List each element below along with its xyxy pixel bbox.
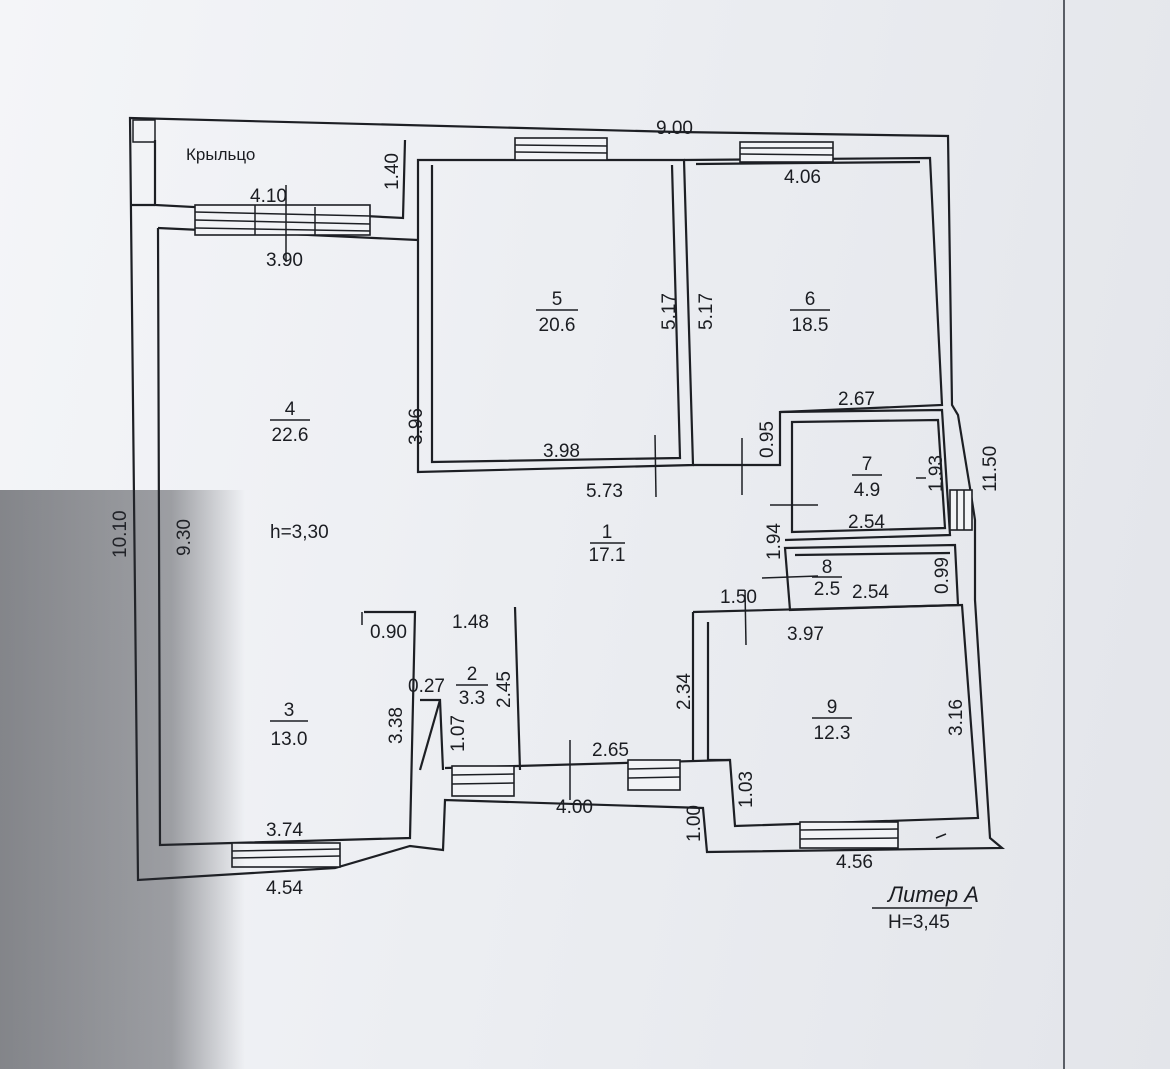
room-9-label: 9 12.3 — [812, 697, 852, 744]
dim-wall-090: 0.90 — [370, 622, 407, 643]
svg-text:4.9: 4.9 — [854, 480, 880, 501]
dim-room8-side: 0.99 — [932, 557, 953, 594]
dim-room9-lower: 1.03 — [736, 771, 757, 808]
window-room-7 — [949, 489, 973, 531]
dim-room3-side: 3.38 — [386, 707, 407, 744]
dim-room3-bottom: 3.74 — [266, 820, 303, 841]
door-tick-room-8 — [761, 575, 819, 579]
ceiling-height-label: h=3,30 — [270, 522, 329, 543]
room-6-top-inner — [695, 160, 921, 166]
outer-wall-outline — [128, 116, 1005, 882]
svg-text:2: 2 — [467, 664, 478, 685]
room-labels: 1 17.1 2 3.3 3 13.0 4 22.6 5 20.6 6 18.5 — [270, 289, 882, 750]
dim-room5-right: 5.17 — [659, 293, 680, 330]
room-6-walls — [683, 156, 944, 467]
window-room-3 — [231, 842, 341, 868]
door-tick-room-9 — [744, 589, 747, 646]
dim-hall-bottom: 2.65 — [592, 740, 629, 761]
windows — [194, 137, 973, 868]
room-7-label: 7 4.9 — [852, 454, 882, 501]
svg-text:7: 7 — [862, 454, 873, 475]
svg-text:6: 6 — [805, 289, 816, 310]
window-hall-right — [627, 759, 681, 791]
dim-wall-148: 1.48 — [452, 612, 489, 633]
dim-bottom-left: 4.54 — [266, 878, 303, 899]
dimensions-horizontal: 9.00 4.10 3.90 4.06 2.67 3.98 5.73 2.5 4 … — [250, 118, 889, 899]
room-5-inner — [430, 164, 682, 464]
room-7-walls — [779, 408, 952, 542]
dim-room4-side: 9.30 — [174, 519, 195, 556]
room-2-door-swing — [418, 699, 442, 771]
svg-text:17.1: 17.1 — [589, 545, 626, 566]
dim-room4-top: 3.90 — [266, 250, 303, 271]
dim-room7-top: 2.67 — [838, 389, 875, 410]
svg-text:18.5: 18.5 — [792, 315, 829, 336]
porch-label: Крыльцо — [186, 145, 255, 164]
dim-room2-lower: 1.07 — [448, 715, 469, 752]
dim-room2-side: 2.45 — [494, 671, 515, 708]
svg-text:5: 5 — [552, 289, 563, 310]
dim-door-095: 0.95 — [757, 421, 778, 458]
dim-porch-depth: 1.40 — [382, 153, 403, 190]
room-8-inner — [794, 551, 951, 557]
dim-door-150: 1.50 — [720, 587, 757, 608]
room-3-label: 3 13.0 — [270, 700, 308, 750]
room-9-tick — [935, 833, 947, 839]
dim-room9-side: 3.16 — [946, 699, 967, 736]
dim-room7-side: 1.93 — [926, 455, 947, 492]
svg-text:3: 3 — [284, 700, 295, 721]
room-2-door-frame — [420, 698, 445, 771]
door-tick-room-5 — [654, 434, 657, 498]
svg-text:3.3: 3.3 — [459, 688, 485, 709]
dim-right-total: 11.50 — [980, 446, 1001, 492]
door-marks — [285, 185, 819, 800]
dim-porch-width: 4.10 — [250, 186, 287, 207]
dim-room6-top: 4.06 — [784, 167, 821, 188]
dim-top-total: 9.00 — [656, 118, 693, 139]
porch-corner-post — [132, 119, 156, 143]
dim-hall-width: 5.73 — [586, 481, 623, 502]
svg-text:13.0: 13.0 — [271, 729, 308, 750]
room-6-label: 6 18.5 — [790, 289, 830, 336]
dim-room5-bottom: 3.98 — [543, 441, 580, 462]
window-room-6 — [739, 141, 834, 163]
dim-left-total: 10.10 — [110, 510, 131, 558]
room-5-label: 5 20.6 — [536, 289, 578, 336]
svg-text:12.3: 12.3 — [814, 723, 851, 744]
liter-stamp: Литер А H=3,45 — [872, 882, 979, 933]
svg-text:8: 8 — [822, 557, 833, 578]
svg-text:4: 4 — [285, 399, 296, 420]
svg-text:1: 1 — [602, 522, 613, 543]
dim-step-100: 1.00 — [684, 805, 705, 842]
svg-text:2.5: 2.5 — [814, 579, 840, 600]
dim-door-027: 0.27 — [408, 676, 445, 697]
svg-text:22.6: 22.6 — [272, 425, 309, 446]
window-hall-left — [451, 765, 515, 797]
svg-text:20.6: 20.6 — [539, 315, 576, 336]
window-porch — [194, 204, 371, 236]
dim-room7-bottom: 2.54 — [848, 512, 885, 533]
sheet-frame-line — [1063, 0, 1065, 1069]
room-2-partition — [513, 606, 522, 771]
room-4-label: 4 22.6 — [270, 399, 310, 446]
dim-room9-top: 3.97 — [787, 624, 824, 645]
window-room-5 — [514, 137, 608, 161]
dim-room8-width: 2.54 — [852, 582, 889, 603]
dim-bottom-mid: 4.00 — [556, 797, 593, 818]
svg-text:9: 9 — [827, 697, 838, 718]
liter-height: H=3,45 — [888, 912, 950, 933]
room-8-label: 8 2.5 — [812, 557, 842, 600]
window-room-9 — [799, 821, 899, 849]
dim-room6-left: 5.17 — [696, 293, 717, 330]
room-2-label: 2 3.3 — [456, 664, 488, 709]
liter-title: Литер А — [886, 882, 979, 907]
dim-bottom-right: 4.56 — [836, 852, 873, 873]
room-1-label: 1 17.1 — [589, 522, 626, 566]
room-7-inner — [790, 418, 947, 534]
dim-hall-side: 2.34 — [674, 673, 695, 710]
dim-room5-left-side: 3.96 — [406, 408, 427, 445]
dim-corr-194: 1.94 — [764, 523, 785, 560]
